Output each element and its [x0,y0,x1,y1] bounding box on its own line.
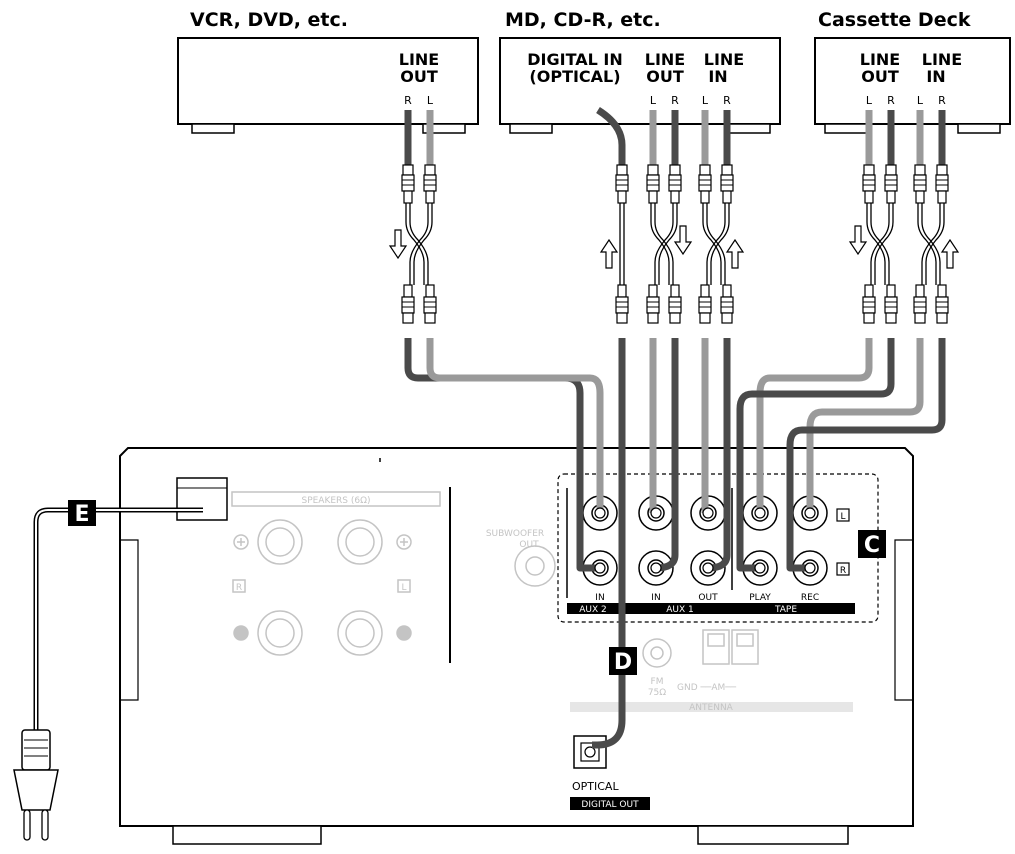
md-optical-label: (OPTICAL) [529,67,620,86]
vcr-line-label: LINE [399,50,439,69]
md-line-in-label-2: IN [708,67,727,86]
md-pin-out-l: L [650,94,657,107]
aux1-out-label: OUT [698,593,718,603]
md-pin-in-l: L [702,94,709,107]
cassette-pin-out-l: L [866,94,873,107]
cassette-device: LINE OUT LINE IN L R L R [814,37,1011,134]
cassette-line-in-label-2: IN [926,67,945,86]
upper-plugs [401,164,949,204]
tape-play-label: PLAY [749,593,771,603]
subwoofer-label-1: SUBWOOFER [486,529,544,539]
aux1-in-label: IN [651,593,660,603]
cassette-line-out-label-2: OUT [861,67,899,86]
md-digital-in-label: DIGITAL IN [527,50,622,69]
row-marker-r: R [840,566,846,576]
power-cord [13,477,228,841]
speaker-l-label: L [401,583,406,593]
pin-cables [405,203,945,285]
digital-out-label: DIGITAL OUT [581,800,639,810]
cassette-title: Cassette Deck [818,9,971,31]
speakers-block: SPEAKERS (6Ω) R L [231,491,441,656]
group-label-bars: AUX 2 AUX 1 TAPE [567,603,855,615]
fm-label: FM [651,677,664,687]
cassette-pin-out-r: R [887,94,895,107]
row-marker-l: L [840,512,845,522]
rear-panel [119,447,914,845]
callout-c-letter: C [864,533,880,558]
tape-rec-label: REC [801,593,819,603]
vcr-pin-r: R [404,94,412,107]
md-pin-out-r: R [671,94,679,107]
cassette-line-out-label-1: LINE [860,50,900,69]
subwoofer-label-2: OUT [519,540,539,550]
aux2-group-label: AUX 2 [579,605,607,615]
md-pin-in-r: R [723,94,731,107]
cable-ends [594,507,816,574]
md-device: DIGITAL IN (OPTICAL) LINE OUT LINE IN L … [499,37,781,134]
antenna-label: ANTENNA [689,703,734,713]
aux2-in-label: IN [595,593,604,603]
row-markers: L R [836,508,850,576]
vcr-title: VCR, DVD, etc. [190,9,348,31]
vcr-device: LINE OUT R L [177,37,479,134]
fm-ohm-label: 75Ω [648,688,666,698]
md-title: MD, CD-R, etc. [505,9,661,31]
speaker-r-label: R [236,583,242,593]
vcr-pin-l: L [427,94,434,107]
callout-c-badge: C [858,530,886,558]
am-label: GND ──AM── [677,683,737,693]
md-line-in-label-1: LINE [704,50,744,69]
callout-e-badge: E [68,500,96,527]
upper-cable-stubs [404,107,946,165]
cassette-pin-in-l: L [917,94,924,107]
callout-d-letter: D [614,650,632,675]
lower-cables [404,338,946,749]
vcr-out-label: OUT [400,67,438,86]
callout-d-badge: D [609,647,637,675]
aux1-group-label: AUX 1 [666,605,694,615]
lower-plugs [401,284,949,324]
subwoofer-out-jack: SUBWOOFER OUT [486,529,556,587]
optical-label: OPTICAL [572,780,619,793]
antenna-block: FM 75Ω GND ──AM── ANTENNA [570,629,853,713]
tape-group-label: TAPE [774,605,797,615]
callout-e-letter: E [74,502,89,527]
speakers-label: SPEAKERS (6Ω) [301,496,370,506]
md-line-out-label-1: LINE [645,50,685,69]
cassette-pin-in-r: R [938,94,946,107]
jack-labels: IN IN OUT PLAY REC [595,593,819,603]
md-line-out-label-2: OUT [646,67,684,86]
cassette-line-in-label-1: LINE [922,50,962,69]
